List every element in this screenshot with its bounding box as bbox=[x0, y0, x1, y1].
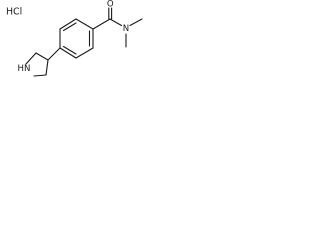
amide-nitrogen-atom: N bbox=[123, 24, 129, 34]
dimethylamide-group: O N bbox=[92, 0, 143, 48]
pyrrolidine-ring: HN bbox=[18, 47, 61, 77]
bond-pyrrolidine-2 bbox=[25, 52, 37, 65]
bond-pyrrolidine-3 bbox=[45, 59, 49, 76]
bond-ring-double-1 bbox=[62, 22, 77, 32]
hcl-salt-label: HCl bbox=[6, 7, 22, 18]
bond-ring-4 bbox=[59, 47, 77, 59]
pyrrolidine-nitrogen-atom: HN bbox=[18, 64, 31, 74]
bond-ring-to-carbonyl bbox=[92, 18, 111, 30]
bond-nitrogen-methyl-up bbox=[129, 18, 143, 27]
bond-pyrrolidine-1 bbox=[35, 52, 49, 61]
benzene-ring bbox=[59, 18, 94, 59]
bond-pyrrolidine-4 bbox=[33, 74, 47, 77]
bond-carbonyl-to-nitrogen bbox=[109, 18, 123, 27]
bond-ring-5 bbox=[75, 47, 94, 59]
bond-ring-double-2 bbox=[62, 45, 77, 55]
bond-ring-2 bbox=[59, 18, 77, 30]
bond-ring-to-pyrrolidine bbox=[47, 47, 61, 61]
bond-ring-1 bbox=[75, 18, 94, 30]
chemical-structure: HCl O N HN bbox=[6, 0, 143, 77]
amide-oxygen-atom: O bbox=[107, 0, 114, 10]
